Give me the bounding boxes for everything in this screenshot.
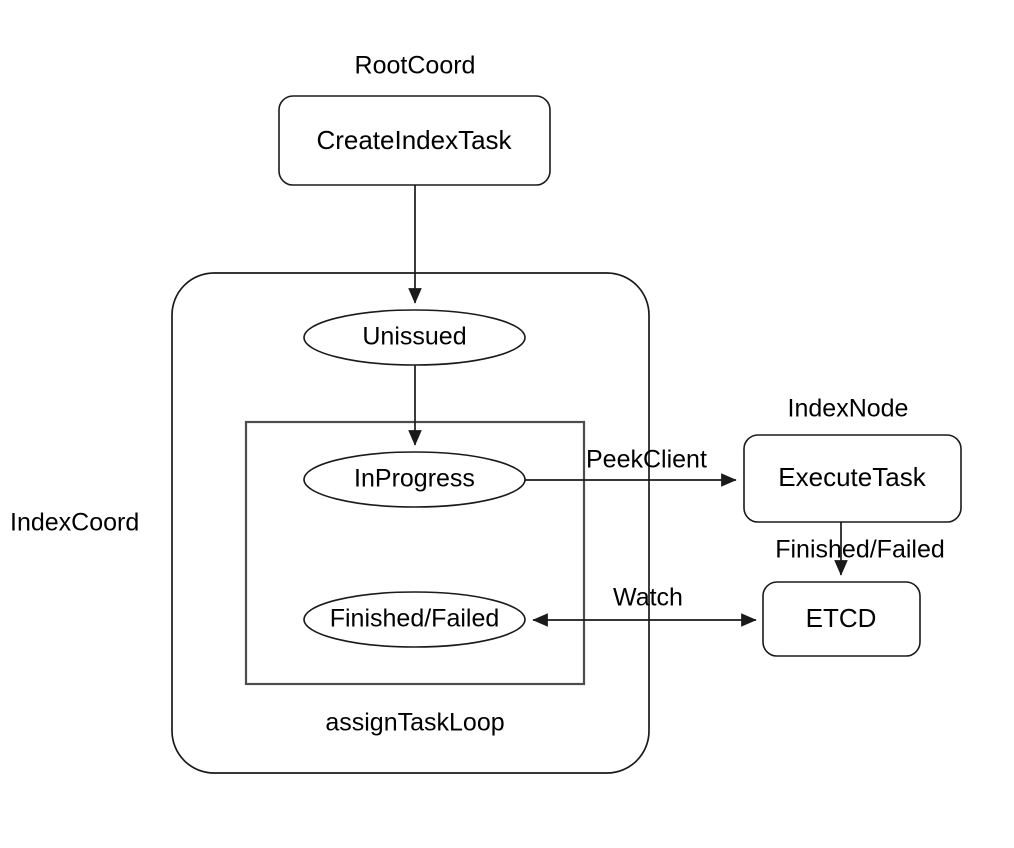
node-finished-failed-shape[interactable] (303, 591, 526, 648)
node-create-index-task[interactable]: CreateIndexTask (278, 95, 551, 186)
group-index-node-label: IndexNode (788, 395, 909, 423)
group-index-coord-label: IndexCoord (10, 509, 139, 537)
node-finished-failed-label: Finished/Failed (330, 605, 500, 633)
node-in-progress-label: InProgress (354, 465, 475, 493)
node-execute-task[interactable]: ExecuteTask (743, 434, 962, 523)
node-unissued[interactable]: Unissued (303, 309, 526, 366)
group-assign-task-loop-label: assignTaskLoop (325, 709, 504, 737)
node-create-index-task-shape[interactable] (278, 95, 551, 186)
node-finished-failed[interactable]: Finished/Failed (303, 591, 526, 648)
node-execute-task-label: ExecuteTask (778, 462, 926, 492)
node-etcd[interactable]: ETCD (762, 581, 921, 657)
node-in-progress[interactable]: InProgress (303, 451, 526, 508)
node-execute-task-shape[interactable] (743, 434, 962, 523)
group-root-coord-label: RootCoord (355, 52, 476, 80)
node-etcd-label: ETCD (806, 603, 877, 633)
node-unissued-label: Unissued (362, 323, 466, 351)
edge-label-peek-client: PeekClient (586, 446, 707, 474)
edge-label-finished-failed: Finished/Failed (775, 536, 945, 564)
group-index-coord-boundary (171, 272, 650, 774)
edge-label-watch: Watch (613, 584, 683, 612)
node-unissued-shape[interactable] (303, 309, 526, 366)
node-etcd-shape[interactable] (762, 581, 921, 657)
node-in-progress-shape[interactable] (303, 451, 526, 508)
node-create-index-task-label: CreateIndexTask (316, 125, 512, 155)
